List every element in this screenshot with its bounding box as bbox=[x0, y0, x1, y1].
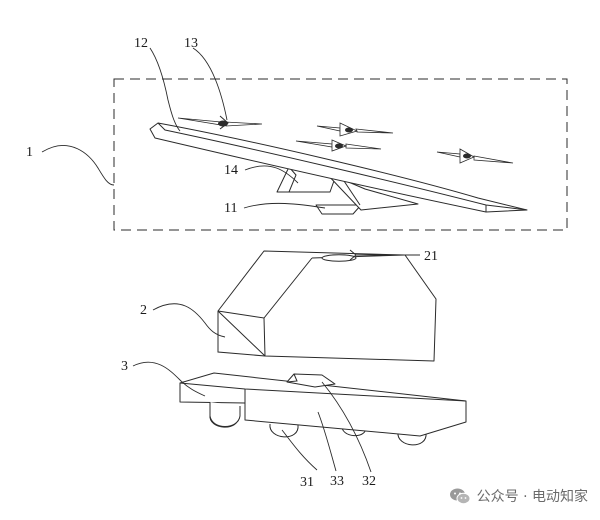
label-12: 12 bbox=[134, 36, 148, 51]
label-11: 11 bbox=[224, 201, 237, 216]
leader-32 bbox=[321, 381, 372, 473]
rotor-hub bbox=[345, 127, 353, 133]
rotor-mount bbox=[219, 115, 229, 130]
rotor-hub bbox=[335, 143, 343, 149]
leader-11 bbox=[243, 202, 326, 209]
wheel bbox=[209, 402, 241, 427]
leader-12 bbox=[149, 47, 181, 132]
wheel bbox=[269, 423, 299, 438]
label-1: 1 bbox=[26, 145, 33, 160]
chassis-module-3 bbox=[179, 372, 467, 446]
rotor-blade bbox=[345, 143, 382, 150]
rotor-blade bbox=[295, 140, 333, 148]
leader-14 bbox=[244, 165, 299, 184]
label-32: 32 bbox=[362, 474, 376, 489]
lower-pod-11 bbox=[315, 204, 362, 215]
leader-2 bbox=[152, 303, 226, 338]
flight-module bbox=[113, 78, 568, 231]
label-3: 3 bbox=[121, 359, 128, 374]
leader-21-arrowhead bbox=[349, 249, 357, 261]
rotor-blade bbox=[436, 151, 461, 158]
rotor-blade bbox=[355, 128, 394, 134]
rotor-blade bbox=[316, 125, 341, 132]
cabin-module-2 bbox=[217, 250, 437, 362]
watermark-text: 公众号 · 电动知家 bbox=[476, 489, 588, 505]
rotor-hub bbox=[463, 153, 471, 159]
watermark: 公众号 · 电动知家 bbox=[449, 484, 588, 508]
cabin-corner-edge bbox=[263, 317, 266, 357]
cabin-front-bottom bbox=[217, 311, 266, 357]
rotor-blade bbox=[224, 121, 263, 127]
rotor-2 bbox=[316, 122, 394, 137]
wechat-icon bbox=[449, 488, 471, 505]
rotor-4 bbox=[436, 148, 514, 164]
rotor-3 bbox=[295, 139, 382, 152]
leader-lines bbox=[41, 47, 420, 473]
wing-crease bbox=[157, 122, 528, 211]
label-33: 33 bbox=[330, 474, 344, 489]
label-31: 31 bbox=[300, 475, 314, 490]
leader-3 bbox=[132, 361, 206, 397]
rotor-1 bbox=[177, 115, 263, 130]
docking-seat-edge bbox=[286, 373, 298, 383]
leader-13 bbox=[192, 47, 228, 121]
docking-port-21 bbox=[321, 254, 357, 262]
part-labels: 1 12 13 14 11 21 2 3 31 33 32 bbox=[26, 36, 438, 490]
label-21: 21 bbox=[424, 249, 438, 264]
rotor-blade bbox=[177, 117, 222, 126]
flight-module-boundary bbox=[113, 78, 568, 231]
leader-1 bbox=[41, 145, 115, 186]
cabin-outline bbox=[217, 250, 437, 362]
label-2: 2 bbox=[140, 303, 147, 318]
leader-31 bbox=[281, 429, 318, 471]
leader-33 bbox=[317, 411, 337, 472]
main-wing-12 bbox=[149, 122, 528, 213]
label-14: 14 bbox=[224, 163, 238, 178]
rotor-blade bbox=[473, 155, 514, 164]
label-13: 13 bbox=[184, 36, 198, 51]
